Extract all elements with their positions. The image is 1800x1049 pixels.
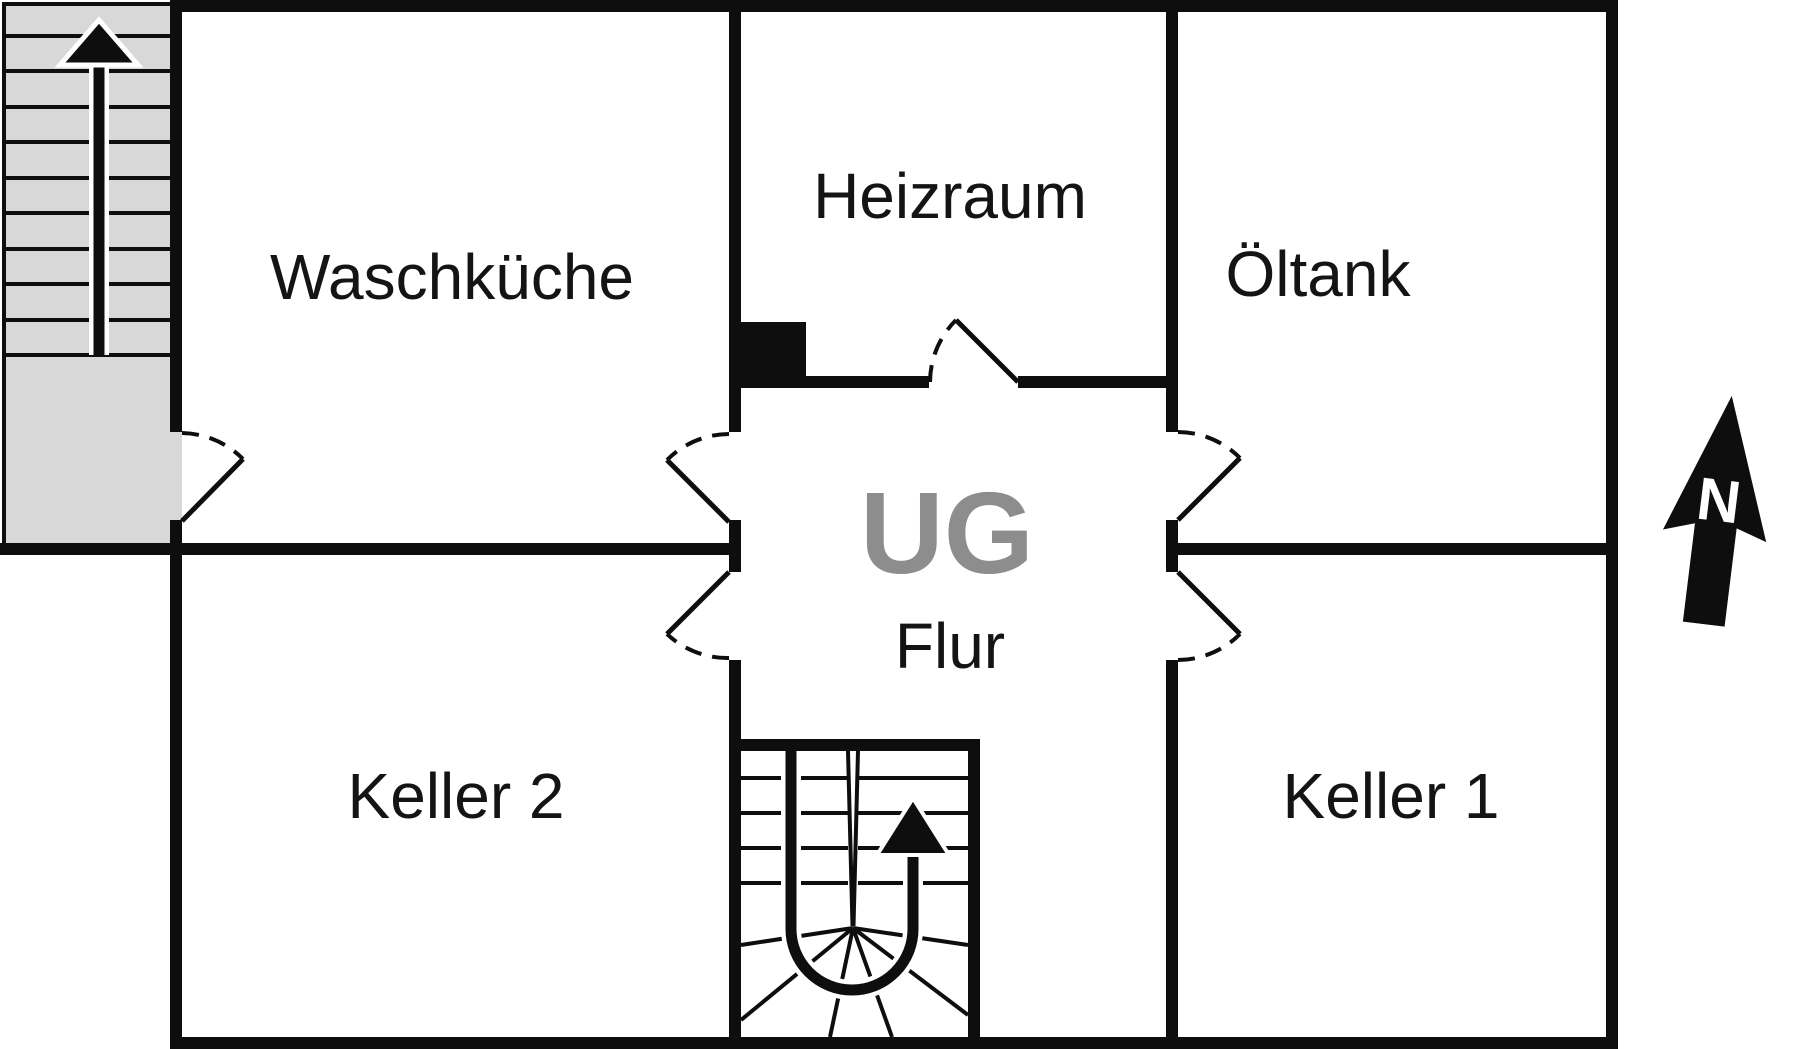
door-arc-oeltank (1177, 430, 1242, 460)
stairs-up-arrow-icon (54, 16, 144, 355)
door-leaf-waschkueche (665, 458, 731, 524)
level-label: UG (860, 468, 1034, 598)
north-arrow-icon: N (1662, 395, 1767, 627)
room-label-keller1: Keller 1 (1283, 760, 1500, 832)
room-labels: Waschküche Heizraum Öltank Flur Keller 2… (270, 160, 1500, 832)
room-label-flur: Flur (895, 610, 1005, 682)
wall-outer-bottom (170, 1037, 1618, 1049)
wall-outer-right (1606, 0, 1618, 1049)
stairs-u-turn-arrow-icon (781, 751, 953, 1000)
door-arc-keller2 (665, 632, 730, 661)
door-arc-keller1 (1177, 632, 1242, 662)
staircase-outline (2, 2, 170, 553)
door-leaf-keller2 (665, 570, 731, 636)
door-leaf-heizraum (954, 318, 1020, 384)
wall-mid-east-upper (1166, 0, 1178, 432)
door-leaves (180, 318, 1242, 636)
up-arrow-head (54, 16, 144, 68)
wall-divider-west (0, 543, 741, 555)
interior-staircase (739, 750, 970, 1038)
wall-outer-left (170, 543, 182, 1049)
wall-stairwell-east-upper (170, 0, 182, 432)
room-label-oeltank: Öltank (1226, 238, 1412, 310)
wall-stair-enclosure-east (968, 739, 980, 1037)
door-arc-stairwell (181, 431, 245, 461)
room-label-waschkueche: Waschküche (270, 241, 634, 313)
room-label-keller2: Keller 2 (348, 760, 565, 832)
wall-heizraum-south-east (1018, 376, 1166, 388)
exterior-staircase (2, 2, 182, 553)
wall-mid-west-lower (729, 660, 741, 1037)
door-arc-heizraum (928, 318, 958, 383)
chimney-block (734, 322, 806, 388)
u-arrow-head (873, 794, 953, 857)
wall-mid-west-center (729, 520, 741, 572)
room-label-heizraum: Heizraum (813, 160, 1087, 232)
door-leaf-stairwell (180, 457, 245, 523)
door-leaf-oeltank (1176, 456, 1242, 522)
wall-stair-enclosure-top (741, 739, 980, 751)
wall-outer-top (170, 0, 1618, 12)
u-arrow-shaft (785, 751, 919, 996)
wall-mid-east-center (1166, 520, 1178, 572)
door-arc-waschkueche (665, 432, 730, 462)
walls (0, 0, 1618, 1049)
wall-mid-east-lower (1166, 660, 1178, 1037)
wall-divider-east (1166, 543, 1618, 555)
door-leaf-keller1 (1176, 570, 1242, 636)
north-arrow-shape (1662, 395, 1767, 627)
stair-center-divider (846, 750, 860, 927)
north-label: N (1693, 465, 1744, 537)
door-swing-arcs (181, 318, 1242, 662)
